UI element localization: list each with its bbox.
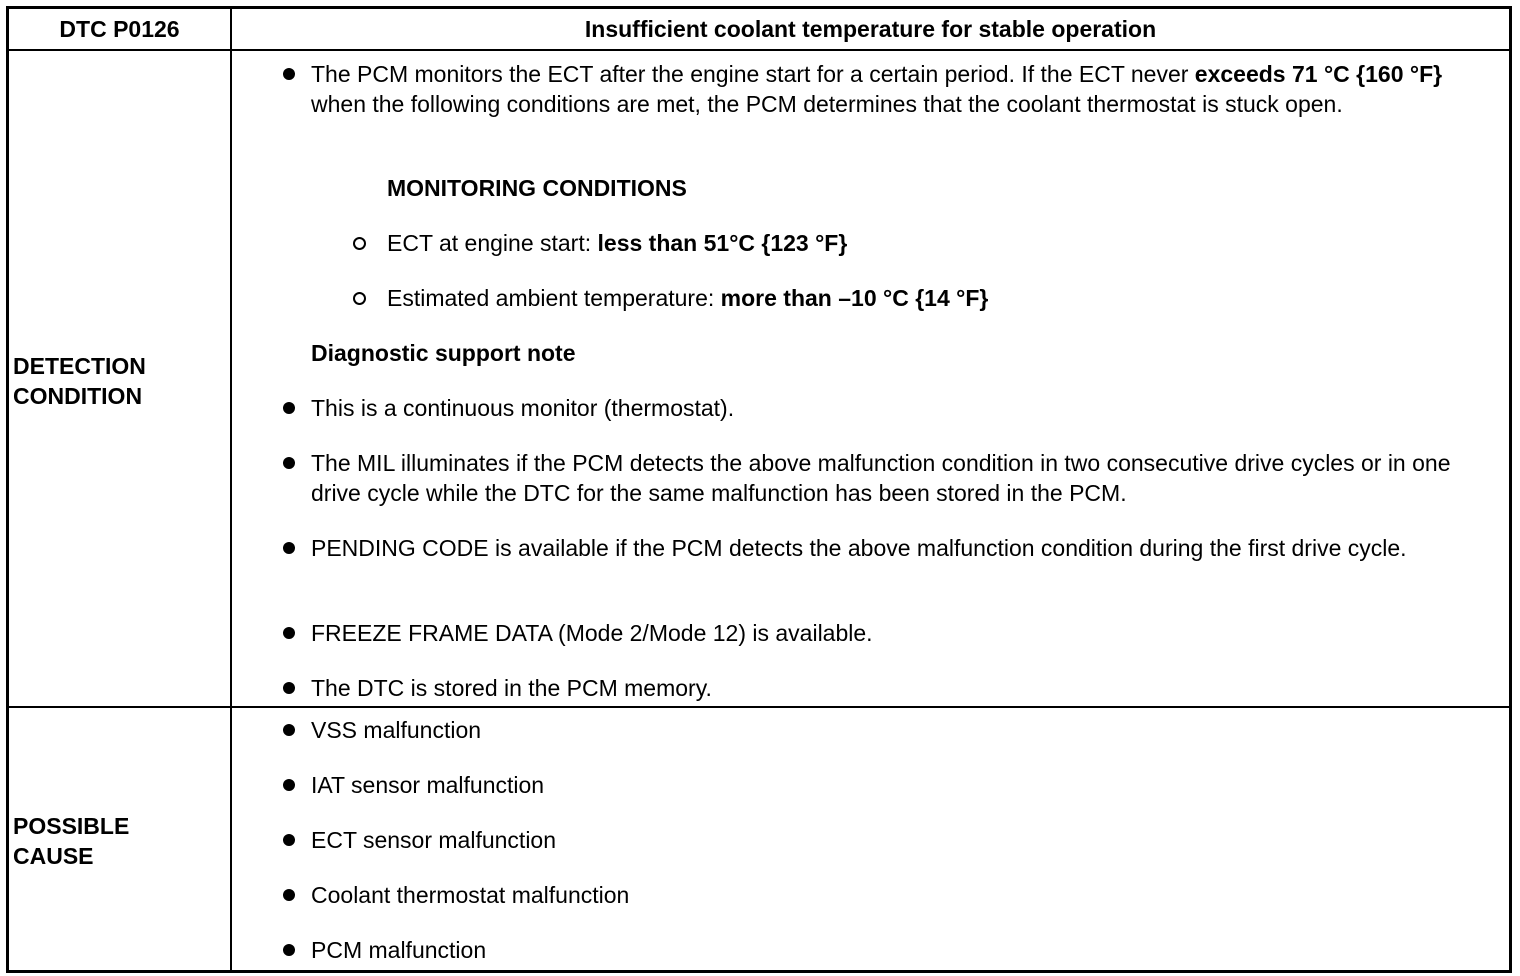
bullet-icon: [283, 627, 295, 639]
bullet-icon: [283, 724, 295, 736]
condition-item: Estimated ambient temperature: more than…: [387, 285, 989, 311]
support-note: This is a continuous monitor (thermostat…: [311, 395, 735, 421]
dtc-code-cell: DTC P0126: [9, 9, 230, 49]
support-note: The MIL illuminates if the PCM detects t…: [311, 450, 1451, 506]
dtc-code: DTC P0126: [59, 16, 180, 42]
bullet-icon: [283, 779, 295, 791]
detection-condition-label: DETECTION CONDITION: [13, 353, 146, 409]
circle-bullet-icon: [353, 237, 366, 250]
support-note: PENDING CODE is available if the PCM det…: [311, 535, 1407, 561]
possible-cause-label: POSSIBLE CAUSE: [13, 813, 130, 869]
row-divider: [9, 706, 1509, 708]
bullet-icon: [283, 889, 295, 901]
cause-item: ECT sensor malfunction: [311, 827, 557, 853]
bullet-icon: [283, 457, 295, 469]
cause-item: PCM malfunction: [311, 937, 487, 963]
bullet-icon: [283, 944, 295, 956]
dtc-title-cell: Insufficient coolant temperature for sta…: [232, 9, 1509, 49]
dtc-table: DTC P0126 Insufficient coolant temperatu…: [6, 6, 1512, 973]
monitoring-conditions-heading: MONITORING CONDITIONS: [387, 175, 687, 201]
bullet-icon: [283, 68, 295, 80]
bullet-icon: [283, 682, 295, 694]
support-note: The DTC is stored in the PCM memory.: [311, 675, 712, 701]
cause-item: IAT sensor malfunction: [311, 772, 545, 798]
support-note: FREEZE FRAME DATA (Mode 2/Mode 12) is av…: [311, 620, 873, 646]
cause-item: Coolant thermostat malfunction: [311, 882, 630, 908]
detection-intro: The PCM monitors the ECT after the engin…: [311, 61, 1443, 117]
column-divider: [230, 9, 232, 970]
cause-item: VSS malfunction: [311, 717, 482, 743]
dtc-title: Insufficient coolant temperature for sta…: [584, 16, 1157, 42]
diagnostic-support-heading: Diagnostic support note: [311, 340, 576, 366]
header-divider: [9, 49, 1509, 51]
bullet-icon: [283, 542, 295, 554]
circle-bullet-icon: [353, 292, 366, 305]
condition-item: ECT at engine start: less than 51°C {123…: [387, 230, 848, 256]
bullet-icon: [283, 834, 295, 846]
bullet-icon: [283, 402, 295, 414]
